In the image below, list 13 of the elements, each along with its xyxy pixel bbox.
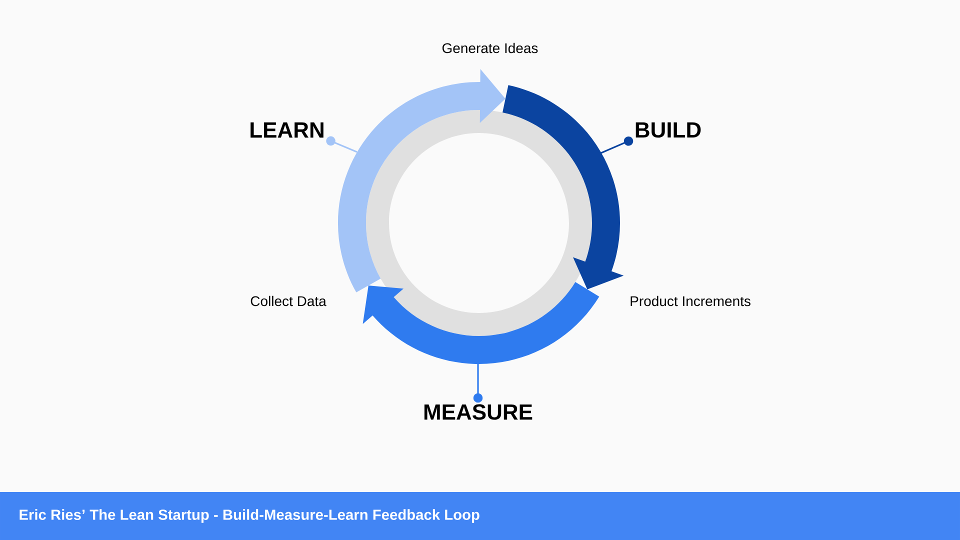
leader-line [326, 136, 358, 153]
cycle-arrow [502, 85, 624, 290]
stage-label: MEASURE [424, 404, 532, 420]
stage-label: BUILD [636, 122, 701, 138]
step-label: Generate Ideas [442, 42, 538, 54]
leader-line [473, 364, 483, 403]
step-label: Product Increments [630, 296, 750, 306]
cycle-arrow [338, 69, 506, 292]
step-label: Collect Data [250, 296, 326, 306]
caption-band: Eric Ries’ The Lean Startup - Build-Measure-Learn Feedback Loop [0, 492, 960, 540]
leader-line [600, 136, 634, 154]
stage-label: LEARN [250, 122, 324, 138]
cycle-arrow [362, 282, 600, 364]
